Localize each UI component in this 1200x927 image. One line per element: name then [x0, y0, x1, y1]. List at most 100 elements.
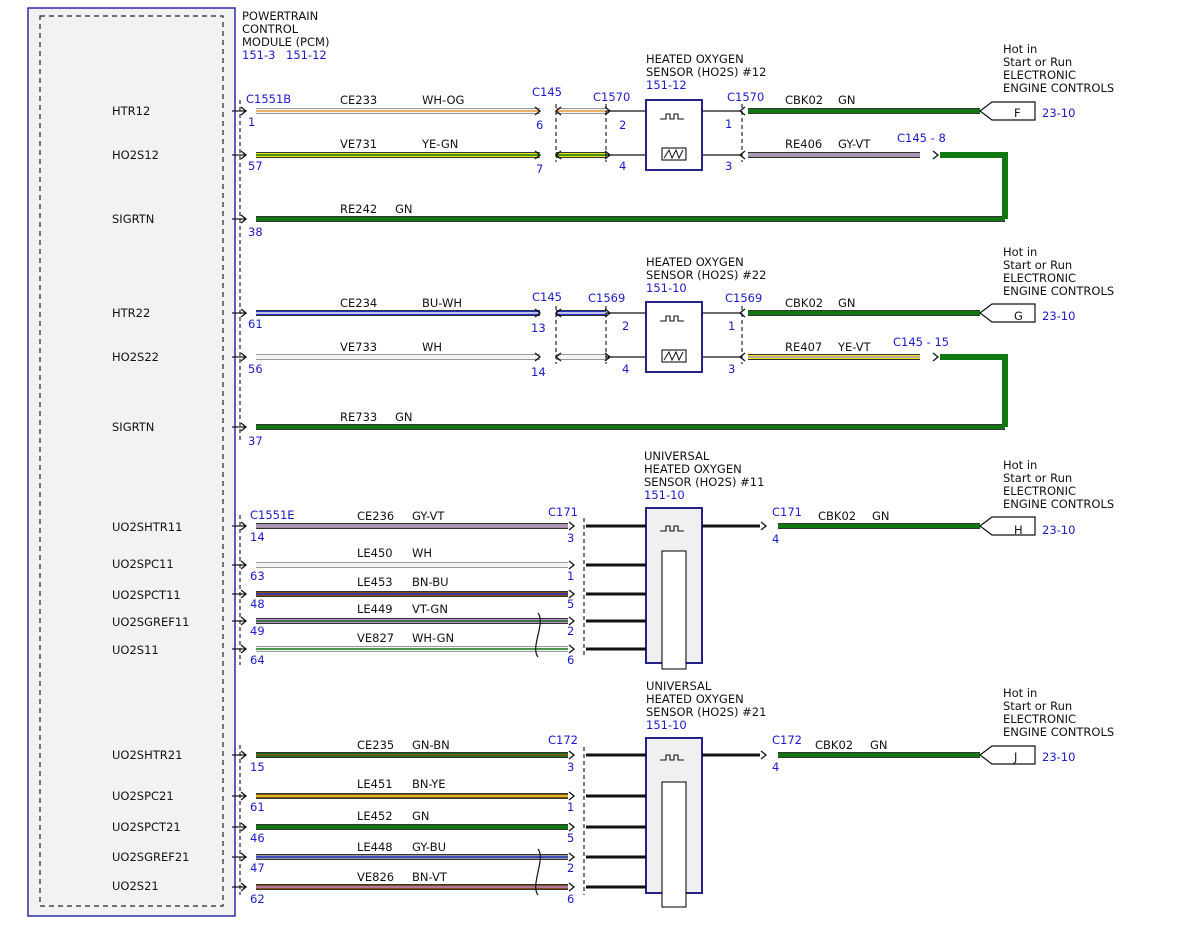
wire-color: WH-OG: [422, 93, 464, 107]
wire-circuit: LE451: [357, 777, 393, 791]
pin-number: 6: [536, 118, 543, 132]
wire-color: VT-GN: [412, 602, 448, 616]
pcm-ref-2: 151-12: [286, 48, 327, 62]
pcm-title-line-2: CONTROL: [242, 22, 299, 36]
sensor-title: SENSOR (HO2S) #11: [644, 475, 764, 489]
power-line: ENGINE CONTROLS: [1003, 497, 1114, 511]
pin-number: 49: [250, 624, 265, 638]
pin-label: SIGRTN: [112, 420, 154, 434]
connector-c1551e: C1551E: [250, 508, 295, 522]
element-icon: [661, 147, 687, 161]
wire-circuit: VE731: [340, 137, 377, 151]
wire-color: WH: [412, 546, 432, 560]
terminal-arrow: [240, 422, 248, 432]
pin-label: UO2SHTR21: [112, 748, 182, 762]
power-line: Start or Run: [1003, 471, 1072, 485]
wire-color: WH: [422, 340, 442, 354]
wire-circuit: VE827: [357, 631, 394, 645]
power-line: ELECTRONIC: [1003, 712, 1076, 726]
connector-chevron: [568, 852, 576, 862]
wire-sigrtn: [940, 152, 1008, 219]
connector-chevron: [568, 521, 576, 531]
terminal-arrow: [240, 589, 248, 599]
pin-number: 2: [567, 861, 574, 875]
wire-circuit: RE406: [785, 137, 822, 151]
pin-number: 13: [531, 321, 546, 335]
pin-label: UO2S21: [112, 879, 159, 893]
wire-circuit: RE733: [340, 410, 377, 424]
wire-color: BN-BU: [412, 575, 449, 589]
power-line: ENGINE CONTROLS: [1003, 725, 1114, 739]
terminal-arrow: [240, 750, 248, 760]
connector-c172: C172: [548, 733, 578, 747]
power-ref: 23-10: [1042, 523, 1075, 537]
connector-chevron: [932, 352, 940, 362]
pin-label: UO2SPCT21: [112, 820, 181, 834]
pin-number: 47: [250, 861, 265, 875]
pin-label: UO2S11: [112, 643, 159, 657]
pin-number: 4: [619, 159, 626, 173]
pin-number: 4: [772, 532, 779, 546]
power-line: Hot in: [1003, 42, 1037, 56]
pin-number: 38: [248, 225, 263, 239]
wire-circuit: LE450: [357, 546, 393, 560]
pcm-pin-numbers: 1 57 38 61 56 37 14 63 48 49 64 15 61 46…: [248, 115, 265, 906]
pin-number: 6: [567, 892, 574, 906]
wire-color: GY-VT: [412, 509, 445, 523]
element-icon: [663, 148, 684, 160]
heater-icon: [660, 315, 684, 322]
pcm-title-line-3: MODULE (PCM): [242, 35, 329, 49]
pin-label: UO2SPC11: [112, 557, 174, 571]
wire-circuit: CBK02: [818, 509, 856, 523]
connector-chevron: [568, 616, 576, 626]
terminal-arrow: [240, 352, 248, 362]
pin-label: UO2SHTR11: [112, 520, 182, 534]
power-line: Hot in: [1003, 458, 1037, 472]
wire-color: GN: [395, 410, 413, 424]
pin-number: 15: [250, 760, 265, 774]
terminal-letter: H: [1014, 523, 1023, 537]
wire-color: BN-YE: [412, 777, 446, 791]
terminal-flag: [979, 303, 1036, 323]
pin-number: 4: [772, 760, 779, 774]
sensor-ref: 151-10: [646, 718, 687, 732]
terminal-arrow: [240, 150, 248, 160]
sensor-title: HEATED OXYGEN: [644, 462, 742, 476]
pin-number: 5: [567, 831, 574, 845]
sensor-ref: 151-12: [646, 78, 687, 92]
wire-color: BU-WH: [422, 296, 462, 310]
wire-color: GN: [395, 202, 413, 216]
power-line: Start or Run: [1003, 258, 1072, 272]
power-line: Hot in: [1003, 245, 1037, 259]
pin-number: 3: [567, 760, 574, 774]
inline-pin-numbers: 6 7 2 4 1 3 13 14 2 4 1 3 3 1 5 2 6 4 3 …: [531, 117, 779, 906]
pin-number: 63: [250, 569, 265, 583]
connector-c145-15: C145 - 15: [893, 335, 949, 349]
terminal-arrow: [240, 560, 248, 570]
terminal-flag: [979, 516, 1036, 536]
terminal-flag: [979, 745, 1036, 765]
pcm-ref-1: 151-3: [242, 48, 275, 62]
pin-label: UO2SPCT11: [112, 588, 181, 602]
terminal-letter: J: [1013, 750, 1017, 764]
connector-c171-sensor: C171: [772, 505, 802, 519]
power-ref: 23-10: [1042, 309, 1075, 323]
power-line: Start or Run: [1003, 699, 1072, 713]
pin-label: UO2SPC21: [112, 789, 174, 803]
terminal-arrow: [240, 106, 248, 116]
connector-chevron: [534, 150, 542, 160]
power-line: ELECTRONIC: [1003, 484, 1076, 498]
connector-chevron: [568, 589, 576, 599]
sensor-title: HEATED OXYGEN: [646, 52, 744, 66]
terminal-arrow: [240, 822, 248, 832]
connector-c145-8: C145 - 8: [897, 131, 946, 145]
pcm-title-line-1: POWERTRAIN: [242, 9, 318, 23]
connector-chevron: [568, 644, 576, 654]
power-line: ELECTRONIC: [1003, 271, 1076, 285]
terminal-arrow: [240, 852, 248, 862]
wire-circuit: LE453: [357, 575, 393, 589]
pin-number: 3: [725, 159, 732, 173]
wire-circuit: LE448: [357, 840, 393, 854]
terminal-arrow: [240, 791, 248, 801]
pin-number: 57: [248, 159, 263, 173]
